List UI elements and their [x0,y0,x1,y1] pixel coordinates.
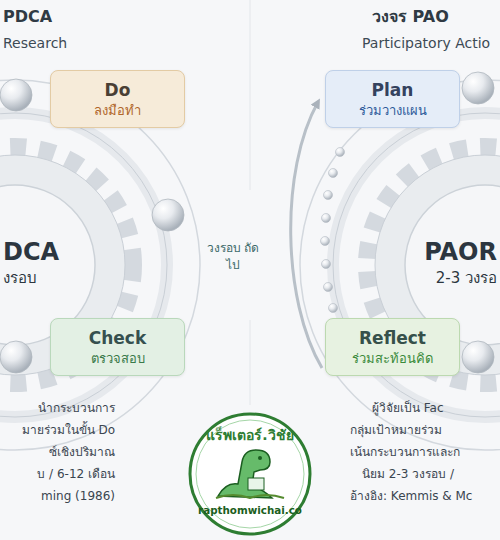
step-box: Checkตรวจสอบ [50,318,185,376]
logo-badge: แร็พเตอร์.วิชัย rapthomwichai.co [188,412,312,536]
step-box: Planร่วมวางแผน [325,70,460,128]
node-title: แร็พเตอร์.วิชัย [188,426,312,445]
header-text: วงจร PAO [372,6,449,28]
note-line: บ / 6-12 เดือน [37,466,115,483]
note-line: ซ์เชิงปริมาณ [49,444,115,461]
node-title: Reflect [359,327,426,350]
cycle-arrow [291,102,322,368]
node-subtitle: ลงมือทำ [94,102,141,120]
node-subtitle: ร่วมวางแผน [359,102,427,120]
dot-trail [321,148,345,333]
step-box: Reflectร่วมสะท้อนคิด [325,318,460,376]
node-title: Plan [372,79,414,102]
header-text: Participatory Actio [362,34,490,54]
node-subtitle: งรอบ [3,268,59,288]
node-title: PAOR [424,236,497,268]
node-title: DCA [3,236,59,268]
paor-gear [300,80,500,450]
cycle-center: PAOR2-3 วงรอ [424,236,497,289]
node-title: Do [105,79,131,102]
node-subtitle: ร่วมสะท้อนคิด [352,350,433,368]
note-line: นำกระบวนการ [38,400,115,417]
pdca-gear [0,80,200,450]
cycle-center: DCAงรอบ [3,236,59,289]
node-subtitle: rapthomwichai.co [188,504,312,518]
cycle-note: วงรอบ ถัดไป [205,240,261,274]
note-line: ming (1986) [41,488,115,505]
node-title: Check [89,327,147,350]
node-subtitle: ตรวจสอบ [91,350,145,368]
node-subtitle: 2-3 วงรอ [424,268,497,288]
note-line: เน้นกระบวนการและก [350,444,460,461]
note-line: อ้างอิง: Kemmis & Mc [350,488,472,505]
note-line: ผู้วิจัยเป็น Fac [372,400,444,417]
header-text: Research [3,34,67,54]
step-box: Doลงมือทำ [50,70,185,128]
note-line: นิยม 2-3 วงรอบ / [362,466,454,483]
note-line: มายร่วมในขั้น Do [22,422,115,439]
note-line: กลุ่มเป้าหมายร่วม [350,422,442,439]
header-text: PDCA [3,6,52,28]
